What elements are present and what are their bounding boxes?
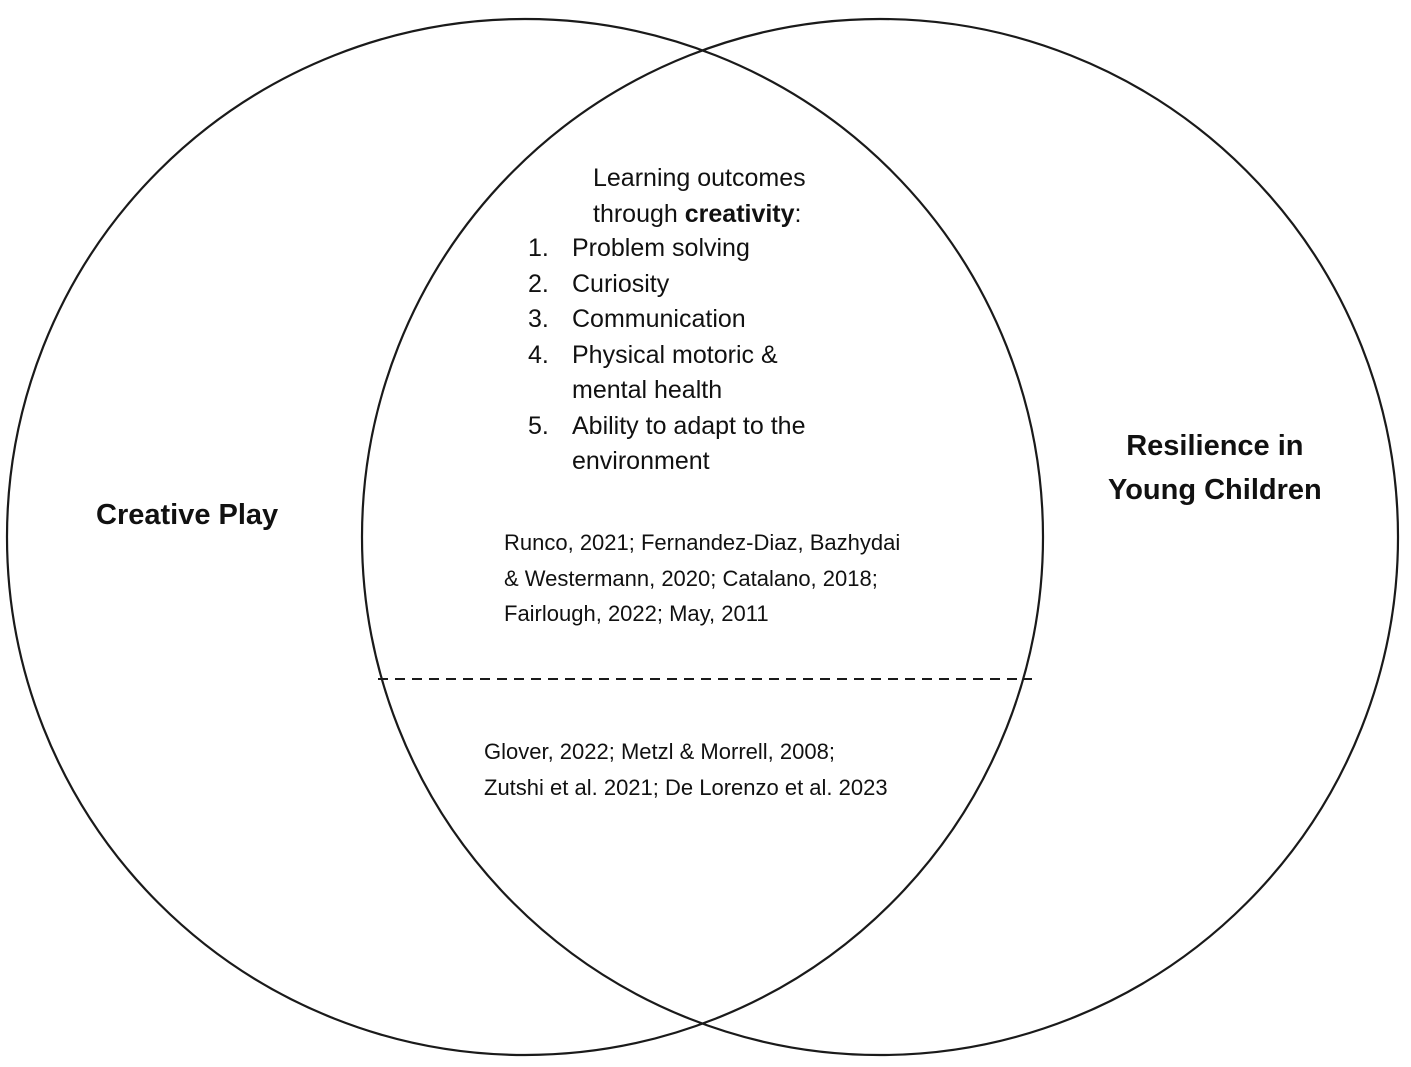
creative-play-circle: [5, 17, 1045, 1057]
resilience-label: Resilience in Young Children: [1108, 424, 1322, 512]
list-item: 4. Physical motoric & mental health: [528, 338, 805, 409]
list-item-line: Communication: [572, 305, 746, 333]
list-item-text: Ability to adapt to the environment: [572, 409, 805, 480]
list-item: 2. Curiosity: [528, 267, 805, 303]
citation-line: Glover, 2022; Metzl & Morrell, 2008;: [484, 739, 835, 764]
heading-line-1: Learning outcomes: [593, 164, 806, 192]
list-item-line: Problem solving: [572, 234, 750, 262]
creative-play-label: Creative Play: [96, 499, 279, 531]
list-item: 1. Problem solving: [528, 231, 805, 267]
list-item-number: 2.: [528, 269, 549, 298]
resilience-label-line: Young Children: [1108, 474, 1322, 506]
list-item-number: 5.: [528, 411, 549, 440]
resilience-circle: [360, 17, 1400, 1057]
list-item-line: mental health: [572, 376, 723, 404]
list-item-line: environment: [572, 447, 710, 475]
list-item-number: 3.: [528, 305, 549, 333]
citation-line: Runco, 2021; Fernandez-Diaz, Bazhydai: [504, 530, 901, 555]
list-item-text: Problem solving: [572, 231, 750, 267]
list-item: 3. Communication: [528, 302, 805, 338]
resilience-label-line: Resilience in: [1126, 430, 1304, 462]
list-item: 5. Ability to adapt to the environment: [528, 409, 805, 480]
heading-prefix: through: [593, 200, 685, 228]
heading-emphasis: creativity: [684, 200, 795, 228]
heading-line-2: through creativity:: [593, 196, 806, 232]
learning-outcomes-list: 1. Problem solving 2. Curiosity 3. Commu…: [528, 231, 805, 480]
citation-line: & Westermann, 2020; Catalano, 2018;: [504, 565, 878, 591]
list-item-text: Communication: [572, 302, 746, 338]
list-item-line: Curiosity: [572, 269, 670, 298]
list-item-number: 4.: [528, 340, 549, 369]
list-item-text: Physical motoric & mental health: [572, 338, 778, 409]
resilience-citations: Glover, 2022; Metzl & Morrell, 2008; Zut…: [484, 734, 888, 805]
list-item-line: Physical motoric &: [572, 340, 778, 369]
creativity-citations: Runco, 2021; Fernandez-Diaz, Bazhydai & …: [504, 525, 900, 632]
list-item-line: Ability to adapt to the: [572, 411, 806, 440]
citation-line: Zutshi et al. 2021; De Lorenzo et al. 20…: [484, 774, 888, 800]
list-item-text: Curiosity: [572, 267, 669, 303]
heading-suffix: :: [794, 200, 802, 228]
learning-outcomes-heading: Learning outcomes through creativity:: [593, 160, 806, 232]
citation-line: Fairlough, 2022; May, 2011: [504, 601, 769, 626]
list-item-number: 1.: [528, 234, 549, 262]
